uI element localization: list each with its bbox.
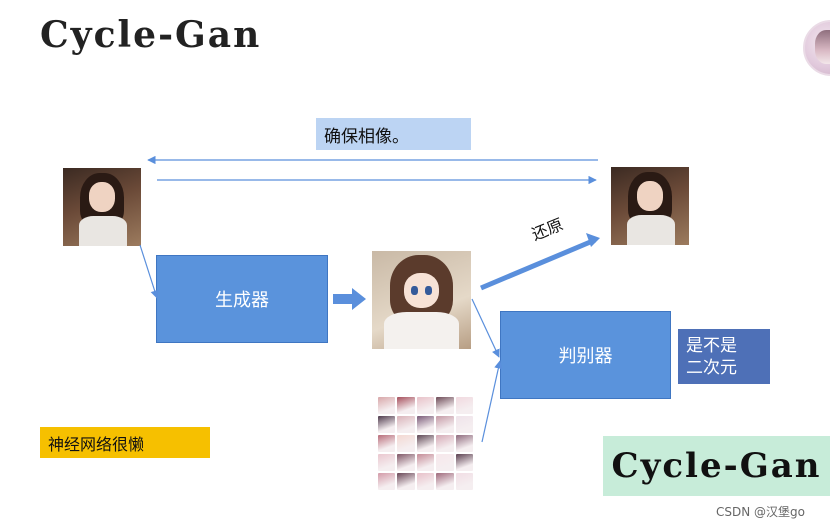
anime-thumbnail	[397, 473, 415, 490]
anime-thumbnail	[436, 397, 454, 414]
generated-anime-image	[372, 251, 471, 349]
anime-thumbnail	[397, 435, 415, 452]
arrow-image-to-discriminator	[471, 298, 500, 358]
arrow-photo-to-generator	[139, 244, 159, 299]
arrow-restore-head	[586, 233, 600, 247]
lazy-network-note: 神经网络很懒	[40, 427, 210, 458]
anime-thumbnail	[436, 416, 454, 433]
anime-thumbnail	[378, 454, 396, 471]
anime-thumbnail	[378, 416, 396, 433]
page-title: Cycle-Gan	[40, 14, 262, 56]
anime-thumbnail	[455, 454, 473, 471]
anime-thumbnail	[416, 473, 435, 490]
ensure-similar-label: 确保相像。	[316, 118, 471, 150]
anime-thumbnail	[455, 473, 473, 490]
anime-thumbnail	[416, 416, 435, 433]
discriminator-box: 判别器	[500, 311, 671, 399]
anime-thumbnail	[436, 454, 454, 471]
arrow-grid-to-discriminator	[481, 360, 503, 443]
anime-thumbnail	[455, 435, 473, 452]
generator-box: 生成器	[156, 255, 328, 343]
anime-dataset-grid	[378, 397, 473, 490]
arrow-restore	[480, 237, 596, 291]
anime-thumbnail	[397, 416, 415, 433]
input-photo	[63, 168, 141, 246]
anime-thumbnail	[397, 454, 415, 471]
anime-thumbnail	[436, 473, 454, 490]
anime-thumbnail	[416, 454, 435, 471]
anime-thumbnail	[378, 435, 396, 452]
anime-thumbnail	[397, 397, 415, 414]
anime-thumbnail	[378, 473, 396, 490]
arrow-generator-to-image	[333, 288, 366, 310]
anime-thumbnail	[455, 416, 473, 433]
watermark: CSDN @汉堡go	[716, 505, 805, 519]
anime-thumbnail	[416, 435, 435, 452]
restored-photo	[611, 167, 689, 245]
is-anime-question-box: 是不是 二次元	[678, 329, 770, 384]
cycle-gan-badge: Cycle-Gan	[603, 436, 830, 496]
anime-thumbnail	[416, 397, 435, 414]
answer-line-2: 二次元	[686, 357, 737, 378]
anime-thumbnail	[436, 435, 454, 452]
anime-thumbnail	[455, 397, 473, 414]
anime-thumbnail	[378, 397, 396, 414]
answer-line-1: 是不是	[686, 335, 737, 356]
